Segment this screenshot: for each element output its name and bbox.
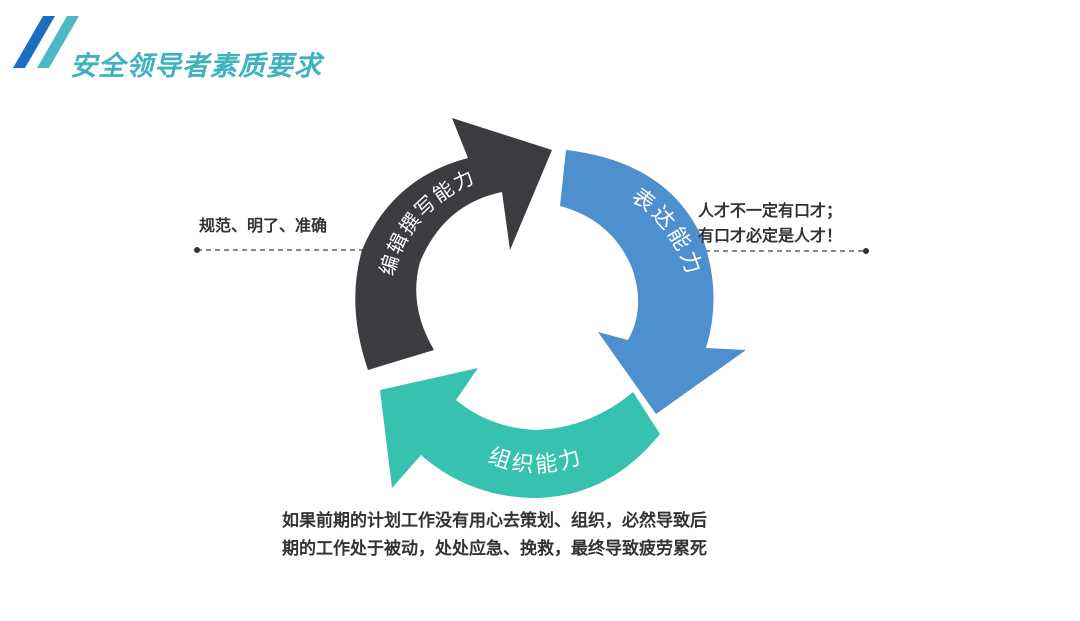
connector-right [684,248,869,254]
note-writing-line: 规范、明了、准确 [199,216,328,235]
note-organization: 如果前期的计划工作没有用心去策划、组织，必然导致后 期的工作处于被动，处处应急、… [282,507,707,563]
arrow-writing: 编辑撰写能力 [355,118,552,370]
note-expression-line-1: 人才不一定有口才； [698,201,843,220]
note-writing: 规范、明了、准确 [199,213,327,238]
note-expression-line-2: 有口才必定是人才！ [698,226,843,245]
arrow-organization: 组织能力 [380,368,660,498]
arrow-expression: 表达能力 [560,150,746,414]
connector-left [194,247,377,253]
note-organization-line-1: 如果前期的计划工作没有用心去策划、组织，必然导致后 [282,511,707,531]
note-expression: 人才不一定有口才； 有口才必定是人才！ [698,198,842,248]
page-title: 安全领导者素质要求 [70,51,322,82]
note-organization-line-2: 期的工作处于被动，处处应急、挽救，最终导致疲劳累死 [282,539,707,559]
